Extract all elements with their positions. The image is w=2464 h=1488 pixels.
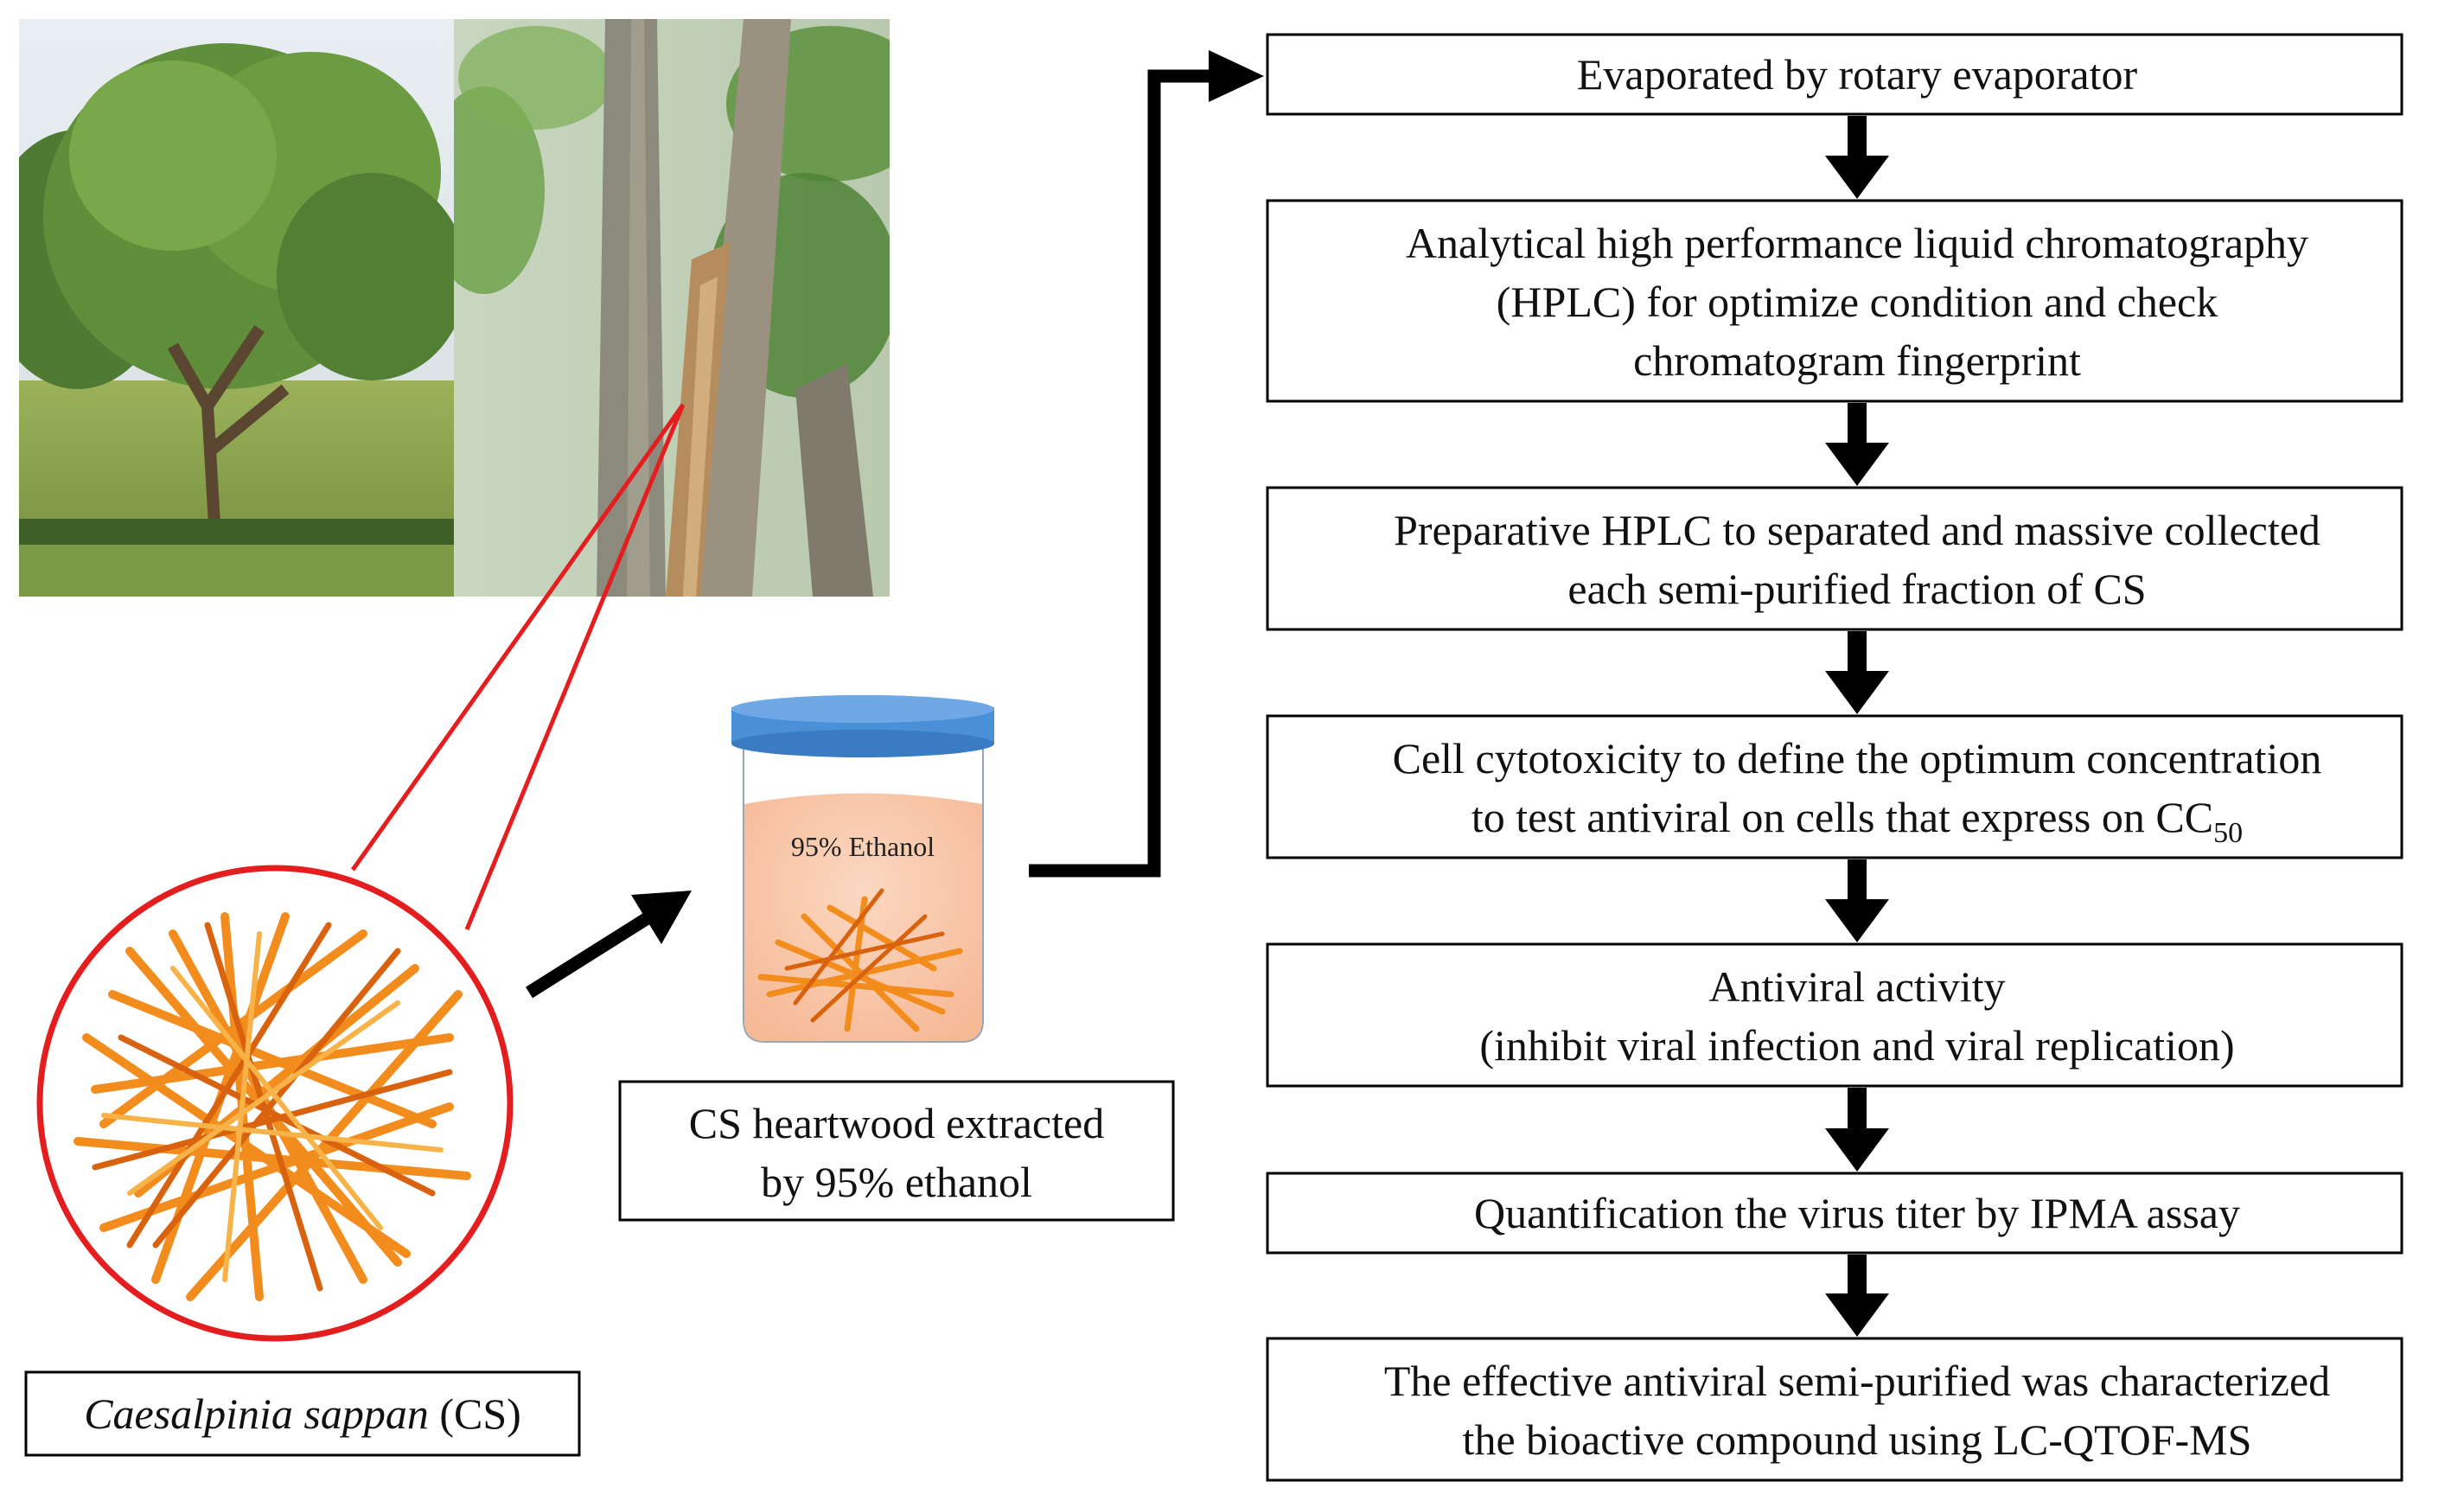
step-2-box: Analytical high performance liquid chrom…: [1266, 199, 2403, 403]
step-3-line-2: each semi-purified fraction of CS: [1567, 565, 2146, 613]
plant-latin-name: Caesalpinia sappan: [84, 1389, 429, 1438]
step-1-box: Evaporated by rotary evaporator: [1266, 33, 2403, 116]
ethanol-jar: 95% Ethanol: [731, 695, 994, 1043]
step-2-line-3: chromatogram fingerprint: [1633, 336, 2081, 385]
connector-to-steps: [1029, 50, 1264, 878]
jar-label: 95% Ethanol: [791, 831, 935, 862]
step-4-box: Cell cytotoxicity to define the optimum …: [1266, 714, 2403, 859]
plant-label-box: Caesalpinia sappan (CS): [24, 1370, 581, 1457]
svg-text:to test antiviral on cells tha: to test antiviral on cells that express …: [1471, 793, 2243, 849]
step-7-line-1: The effective antiviral semi-purified wa…: [1384, 1357, 2330, 1405]
plant-abbrev: (CS): [429, 1389, 521, 1438]
step-5-box: Antiviral activity (inhibit viral infect…: [1266, 942, 2403, 1088]
down-arrow-6: [1825, 1255, 1889, 1337]
step-6-box: Quantification the virus titer by IPMA a…: [1266, 1172, 2403, 1255]
callout-lines: [350, 403, 686, 930]
step-7-box: The effective antiviral semi-purified wa…: [1266, 1337, 2403, 1482]
step-5-line-2: (inhibit viral infection and viral repli…: [1479, 1021, 2234, 1070]
step-6-line-1: Quantification the virus titer by IPMA a…: [1474, 1189, 2240, 1237]
arrow-to-jar: [526, 891, 692, 999]
trunk-photo: [454, 19, 890, 597]
step-2-line-2: (HPLC) for optimize condition and check: [1497, 278, 2218, 326]
down-arrow-2: [1825, 403, 1889, 486]
step-3-line-1: Preparative HPLC to separated and massiv…: [1394, 506, 2320, 554]
extraction-label-box: CS heartwood extracted by 95% ethanol: [618, 1080, 1175, 1222]
step-4-line-2: to test antiviral on cells that express …: [1471, 793, 2213, 841]
tree-photo: [19, 19, 454, 597]
down-arrow-3: [1825, 631, 1889, 714]
down-arrow-4: [1825, 859, 1889, 942]
down-arrow-1: [1825, 116, 1889, 199]
svg-text:Caesalpinia sappan (CS): Caesalpinia sappan (CS): [84, 1389, 521, 1438]
step-7-line-2: the bioactive compound using LC-QTOF-MS: [1463, 1415, 2252, 1464]
down-arrow-5: [1825, 1088, 1889, 1172]
step-5-line-1: Antiviral activity: [1709, 962, 2006, 1011]
step-1-line-1: Evaporated by rotary evaporator: [1577, 50, 2138, 99]
step-2-line-1: Analytical high performance liquid chrom…: [1406, 219, 2308, 267]
heartwood-circle: [36, 865, 514, 1342]
step-3-box: Preparative HPLC to separated and massiv…: [1266, 486, 2403, 631]
extraction-line-2: by 95% ethanol: [761, 1158, 1032, 1206]
extraction-line-1: CS heartwood extracted: [689, 1099, 1104, 1147]
step-4-line-1: Cell cytotoxicity to define the optimum …: [1393, 734, 2322, 782]
cc50-subscript: 50: [2213, 817, 2243, 849]
